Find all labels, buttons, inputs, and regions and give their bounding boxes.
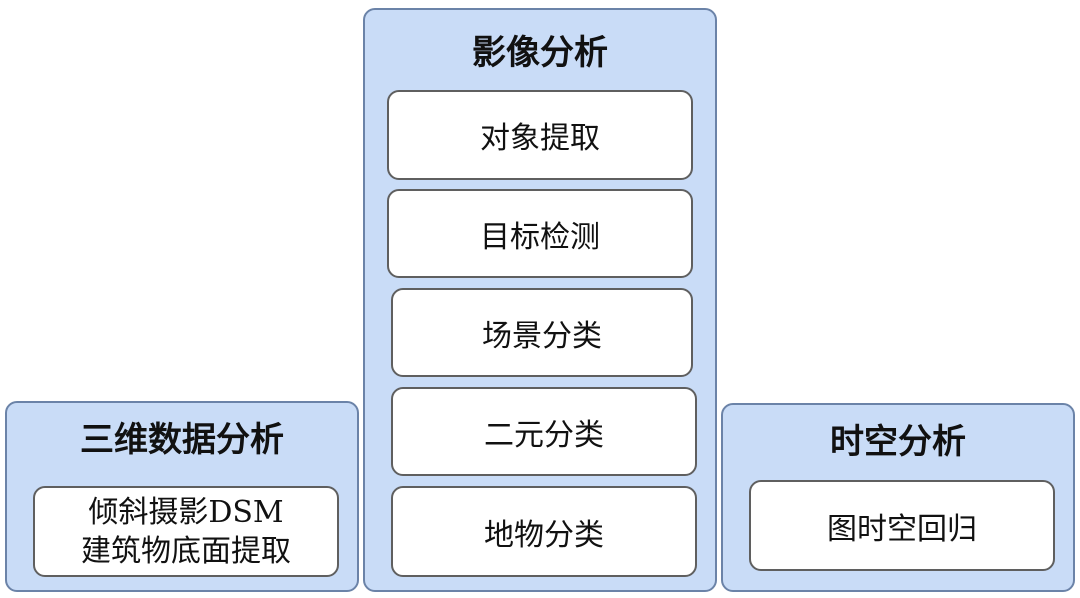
object-extraction-card: 对象提取 xyxy=(387,90,693,180)
spatiotemporal-analysis-title: 时空分析 xyxy=(830,422,966,462)
3d-data-analysis-title: 三维数据分析 xyxy=(80,420,284,460)
image-analysis-panel: 影像分析 对象提取 目标检测 场景分类 二元分类 地物分类 xyxy=(363,8,717,592)
3d-data-analysis-panel: 三维数据分析 倾斜摄影DSM 建筑物底面提取 xyxy=(5,401,359,592)
target-detection-card: 目标检测 xyxy=(387,189,693,278)
spatiotemporal-regression-card: 图时空回归 xyxy=(749,480,1055,571)
binary-classification-card: 二元分类 xyxy=(391,387,697,476)
card-line-1: 倾斜摄影DSM xyxy=(88,494,284,530)
spatiotemporal-analysis-panel: 时空分析 图时空回归 xyxy=(721,403,1075,592)
image-analysis-title: 影像分析 xyxy=(472,33,608,73)
land-cover-classification-card: 地物分类 xyxy=(391,486,697,577)
card-line-2: 建筑物底面提取 xyxy=(81,533,291,569)
scene-classification-card: 场景分类 xyxy=(391,288,693,377)
oblique-dsm-building-footprint-card: 倾斜摄影DSM 建筑物底面提取 xyxy=(33,486,339,577)
